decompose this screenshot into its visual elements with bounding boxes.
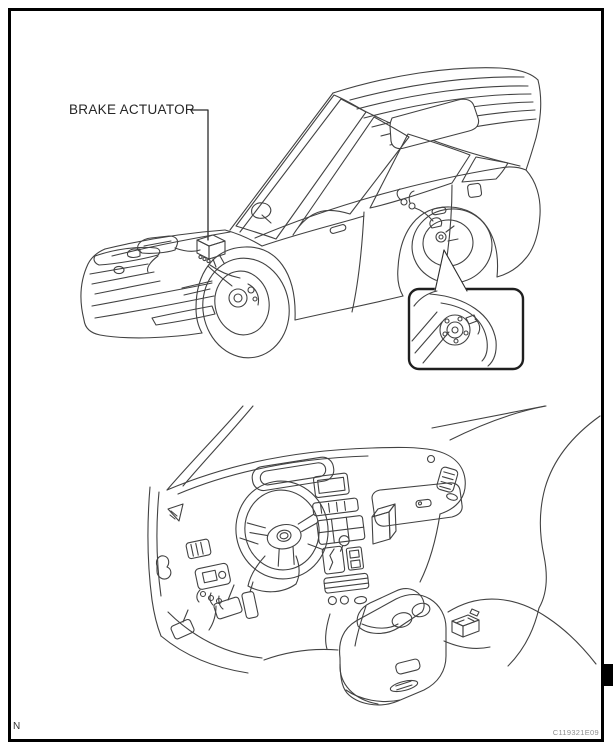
van-body-outline [81,68,541,338]
left-dash-vent [186,539,212,559]
interior-pillars-and-body [167,406,600,666]
instrument-cluster [251,456,336,493]
detail-hub-assembly [440,315,480,345]
center-vents [312,498,358,516]
passenger-airbag-emblem [428,456,435,463]
pedals [170,582,258,640]
brake-actuator-unit [127,235,240,295]
air-cleaner [138,236,178,253]
parking-brake-pedal [170,619,195,640]
brake-actuator-leader-line [191,110,208,240]
headlight [94,247,160,265]
rear-wheel-speed-sensor [397,189,442,228]
lower-left-panel [194,563,231,590]
page-edge-tab-mark [604,664,613,686]
yaw-rate-sensor [444,609,490,648]
van-side-details [252,183,482,234]
van-roof [341,77,536,166]
front-emblem [114,266,124,273]
floor-lines [264,599,596,664]
center-stack [309,472,373,608]
instrument-panel [167,447,465,630]
glove-box [372,483,462,526]
right-dash-vent [436,466,459,493]
page-corner-mark: N [13,721,21,732]
van-windows [236,95,508,312]
cup-holder [411,601,432,618]
accelerator-pedal [241,591,258,619]
shift-gate [322,546,345,574]
detail-callout-box [409,289,523,369]
front-wheel [195,251,297,364]
figure-code: C119321E09 [552,728,599,737]
page-border-frame [8,8,604,742]
floor-console-box [340,589,446,705]
rear-wheel-detail-callout [409,249,523,369]
airbag-ecu-box [372,504,396,544]
left-tweeter [168,504,183,521]
van-front-details [90,232,230,325]
detail-wheel-well [412,291,496,366]
brake-pedal [213,596,243,619]
side-mirror [252,203,271,218]
brake-actuator-label: BRAKE ACTUATOR [69,102,195,117]
center-display [313,473,349,498]
shift-knob [339,535,350,546]
fuel-door [467,183,482,198]
driver-door [148,487,262,673]
sunroof [390,99,479,148]
steering-wheel [228,474,336,586]
vehicle-interior-illustration [148,406,600,705]
cup-holder [390,611,413,630]
vehicle-exterior-illustration [81,68,541,365]
